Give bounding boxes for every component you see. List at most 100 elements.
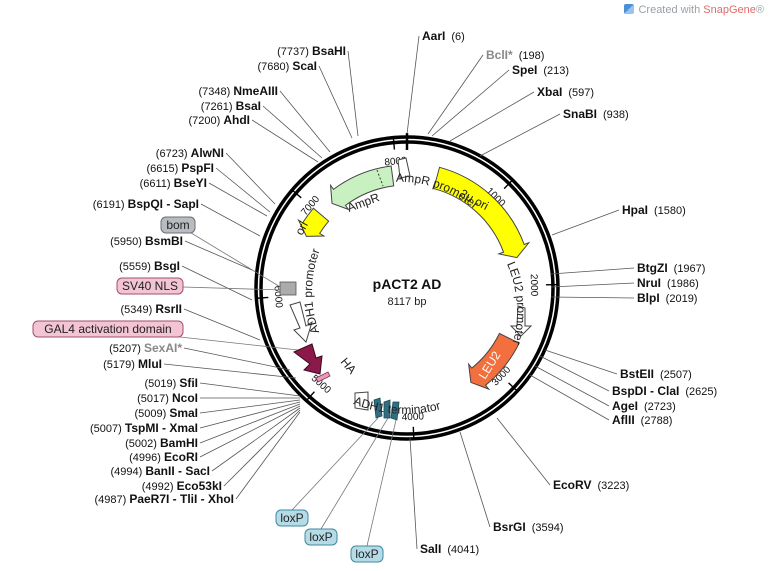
site-label: BlpI(2019) <box>637 291 697 305</box>
site-connector <box>318 65 353 139</box>
site-label: (7737) BsaHI <box>277 44 346 58</box>
site-name: BclI* <box>486 48 513 62</box>
boxed-label-bg <box>160 216 196 234</box>
site-name: BtgZI <box>637 261 668 275</box>
gal4-ad-arrow <box>293 343 323 375</box>
site-connector <box>225 152 276 205</box>
boxed-label-bg <box>304 528 338 546</box>
site-connector <box>262 105 323 159</box>
site-connector <box>279 90 331 153</box>
site-label: (6191) BspQI - SapI <box>93 197 199 211</box>
adh1-terminator-label: ADH1 terminator <box>352 394 442 417</box>
site-position: (1580) <box>654 205 686 217</box>
site-label: (4996) EcoRI <box>129 450 198 464</box>
site-label: (7261) BsaI <box>201 99 261 113</box>
site-position: (198) <box>519 50 545 62</box>
site-label: SalI(4041) <box>420 542 479 556</box>
ha-label: HA <box>338 355 359 377</box>
site-connector <box>215 167 271 213</box>
site-label: (7348) NmeAIII <box>198 84 278 98</box>
site-label: AarI(6) <box>422 29 465 43</box>
site-label: (6615) PspFI <box>146 161 214 175</box>
boxed-label-connector <box>320 417 389 530</box>
site-label: (7200) AhdI <box>188 113 250 127</box>
tick-mark <box>412 426 415 439</box>
site-position: (938) <box>603 109 629 121</box>
site-position: (6723) <box>156 148 191 160</box>
site-position: (6611) <box>140 178 174 190</box>
site-position: (213) <box>543 65 569 77</box>
tick-label: 2000 <box>528 274 540 297</box>
site-connector <box>199 405 301 458</box>
boxed-label-bg <box>350 545 384 563</box>
site-position: (7200) <box>188 115 223 127</box>
boxed-label-connector <box>291 417 379 511</box>
ampr-promoter-arrow <box>397 157 411 179</box>
site-name: AflII <box>612 413 635 427</box>
site-name: AgeI <box>612 399 638 413</box>
boxed-label-text: loxP <box>280 511 303 525</box>
site-label: (5349) RsrII <box>120 302 182 316</box>
site-position: (4992) <box>142 481 177 493</box>
ori-label: ori <box>292 219 311 237</box>
site-position: (3223) <box>597 480 629 492</box>
site-position: (5002) <box>125 438 160 450</box>
site-position: (4994) <box>110 466 145 478</box>
site-label: (4987) PaeR7I - TliI - XhoI <box>94 492 234 506</box>
site-label: (5009) SmaI <box>134 406 198 420</box>
site-position: (5179) <box>103 359 138 371</box>
site-name: TspMI - XmaI <box>125 421 198 435</box>
site-position: (2019) <box>666 293 698 305</box>
site-name: BsrGI <box>493 520 526 534</box>
site-position: (1986) <box>667 278 699 290</box>
site-connector <box>406 35 420 135</box>
site-position: (5559) <box>119 261 154 273</box>
site-connector <box>539 355 610 392</box>
site-position: (5950) <box>110 236 145 248</box>
site-label: BclI* (198) <box>486 48 544 62</box>
site-connector <box>223 409 301 487</box>
site-connector <box>184 240 253 271</box>
site-connector <box>181 265 253 301</box>
site-position: (2788) <box>641 415 673 427</box>
site-position: (5349) <box>120 304 155 316</box>
site-label: (5002) BamHI <box>125 436 198 450</box>
site-connector <box>409 437 418 550</box>
site-position: (4996) <box>129 452 164 464</box>
site-name: PspFI <box>181 161 214 175</box>
site-connector <box>183 308 261 341</box>
boxed-label-connector <box>366 419 397 547</box>
site-connector <box>544 349 618 375</box>
site-position: (597) <box>568 87 594 99</box>
site-label: (7680) ScaI <box>257 59 317 73</box>
site-label: (4994) BanII - SacI <box>110 464 210 478</box>
snapgene-watermark: Created with SnapGene® <box>624 4 764 16</box>
site-name: BamHI <box>160 436 198 450</box>
watermark-brand: SnapGene <box>703 4 756 16</box>
site-connector <box>347 50 359 137</box>
restriction-sites-left: (7737) BsaHI(7680) ScaI(7348) NmeAIII(72… <box>90 44 346 506</box>
site-connector <box>534 365 610 407</box>
boxed-label-bg <box>32 320 184 338</box>
bom-box <box>279 281 297 296</box>
site-name: AhdI <box>223 113 250 127</box>
restriction-sites-right: AarI(6)BclI*(198)SpeI(213)XbaI(597)SnaBI… <box>420 29 717 556</box>
site-connector <box>200 203 261 237</box>
loxp-arrow-1 <box>373 397 383 419</box>
adh1-terminator-box <box>354 391 369 411</box>
site-label: SpeI (213) <box>512 63 569 77</box>
boxed-label-text: GAL4 activation domain <box>44 322 171 336</box>
features <box>297 165 531 391</box>
site-name: SpeI <box>512 63 537 77</box>
site-name: BspDI - ClaI <box>612 384 679 398</box>
site-name: NmeAIII <box>233 84 278 98</box>
tick-mark <box>392 137 396 150</box>
site-name: PaeR7I - TliI - XhoI <box>129 492 234 506</box>
boxed-label-text: bom <box>166 218 189 232</box>
site-position: (3594) <box>532 522 564 534</box>
adh1-promoter-arrow <box>289 301 313 343</box>
site-position: (6) <box>451 31 464 43</box>
site-connector <box>551 209 620 236</box>
tick-mark <box>503 179 514 190</box>
site-connector <box>163 363 297 379</box>
